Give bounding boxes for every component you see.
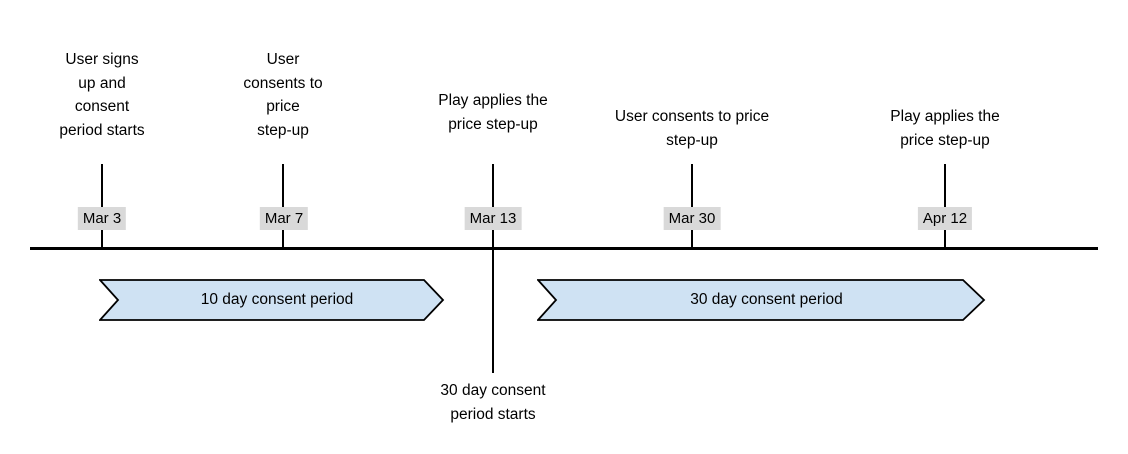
arrow-banner-shape <box>537 279 986 321</box>
event-label-first-stepup: Play applies the price step-up <box>438 92 548 133</box>
period-arrow-30day: 30 day consent period <box>537 279 986 321</box>
event-date-mar13: Mar 13 <box>464 207 522 230</box>
period-arrow-10day: 10 day consent period <box>99 279 445 321</box>
event-date-apr12: Apr 12 <box>917 207 973 230</box>
event-tick-mar13 <box>492 164 494 373</box>
consent-period-start-note: 30 day consent period starts <box>440 382 546 423</box>
timeline-axis <box>30 247 1098 250</box>
event-date-mar3: Mar 3 <box>77 207 127 230</box>
event-date-mar7: Mar 7 <box>259 207 309 230</box>
event-label-second-consent: User consents to price step-up <box>614 108 770 149</box>
event-label-signup: User signs up and consent period starts <box>59 51 145 139</box>
event-label-first-consent: User consents to price step-up <box>243 51 323 139</box>
period-label-10day: 10 day consent period <box>200 291 354 308</box>
event-label-second-stepup: Play applies the price step-up <box>890 108 1000 149</box>
event-date-mar30: Mar 30 <box>663 207 721 230</box>
period-label-30day: 30 day consent period <box>690 291 843 308</box>
arrow-banner-shape <box>99 279 445 321</box>
